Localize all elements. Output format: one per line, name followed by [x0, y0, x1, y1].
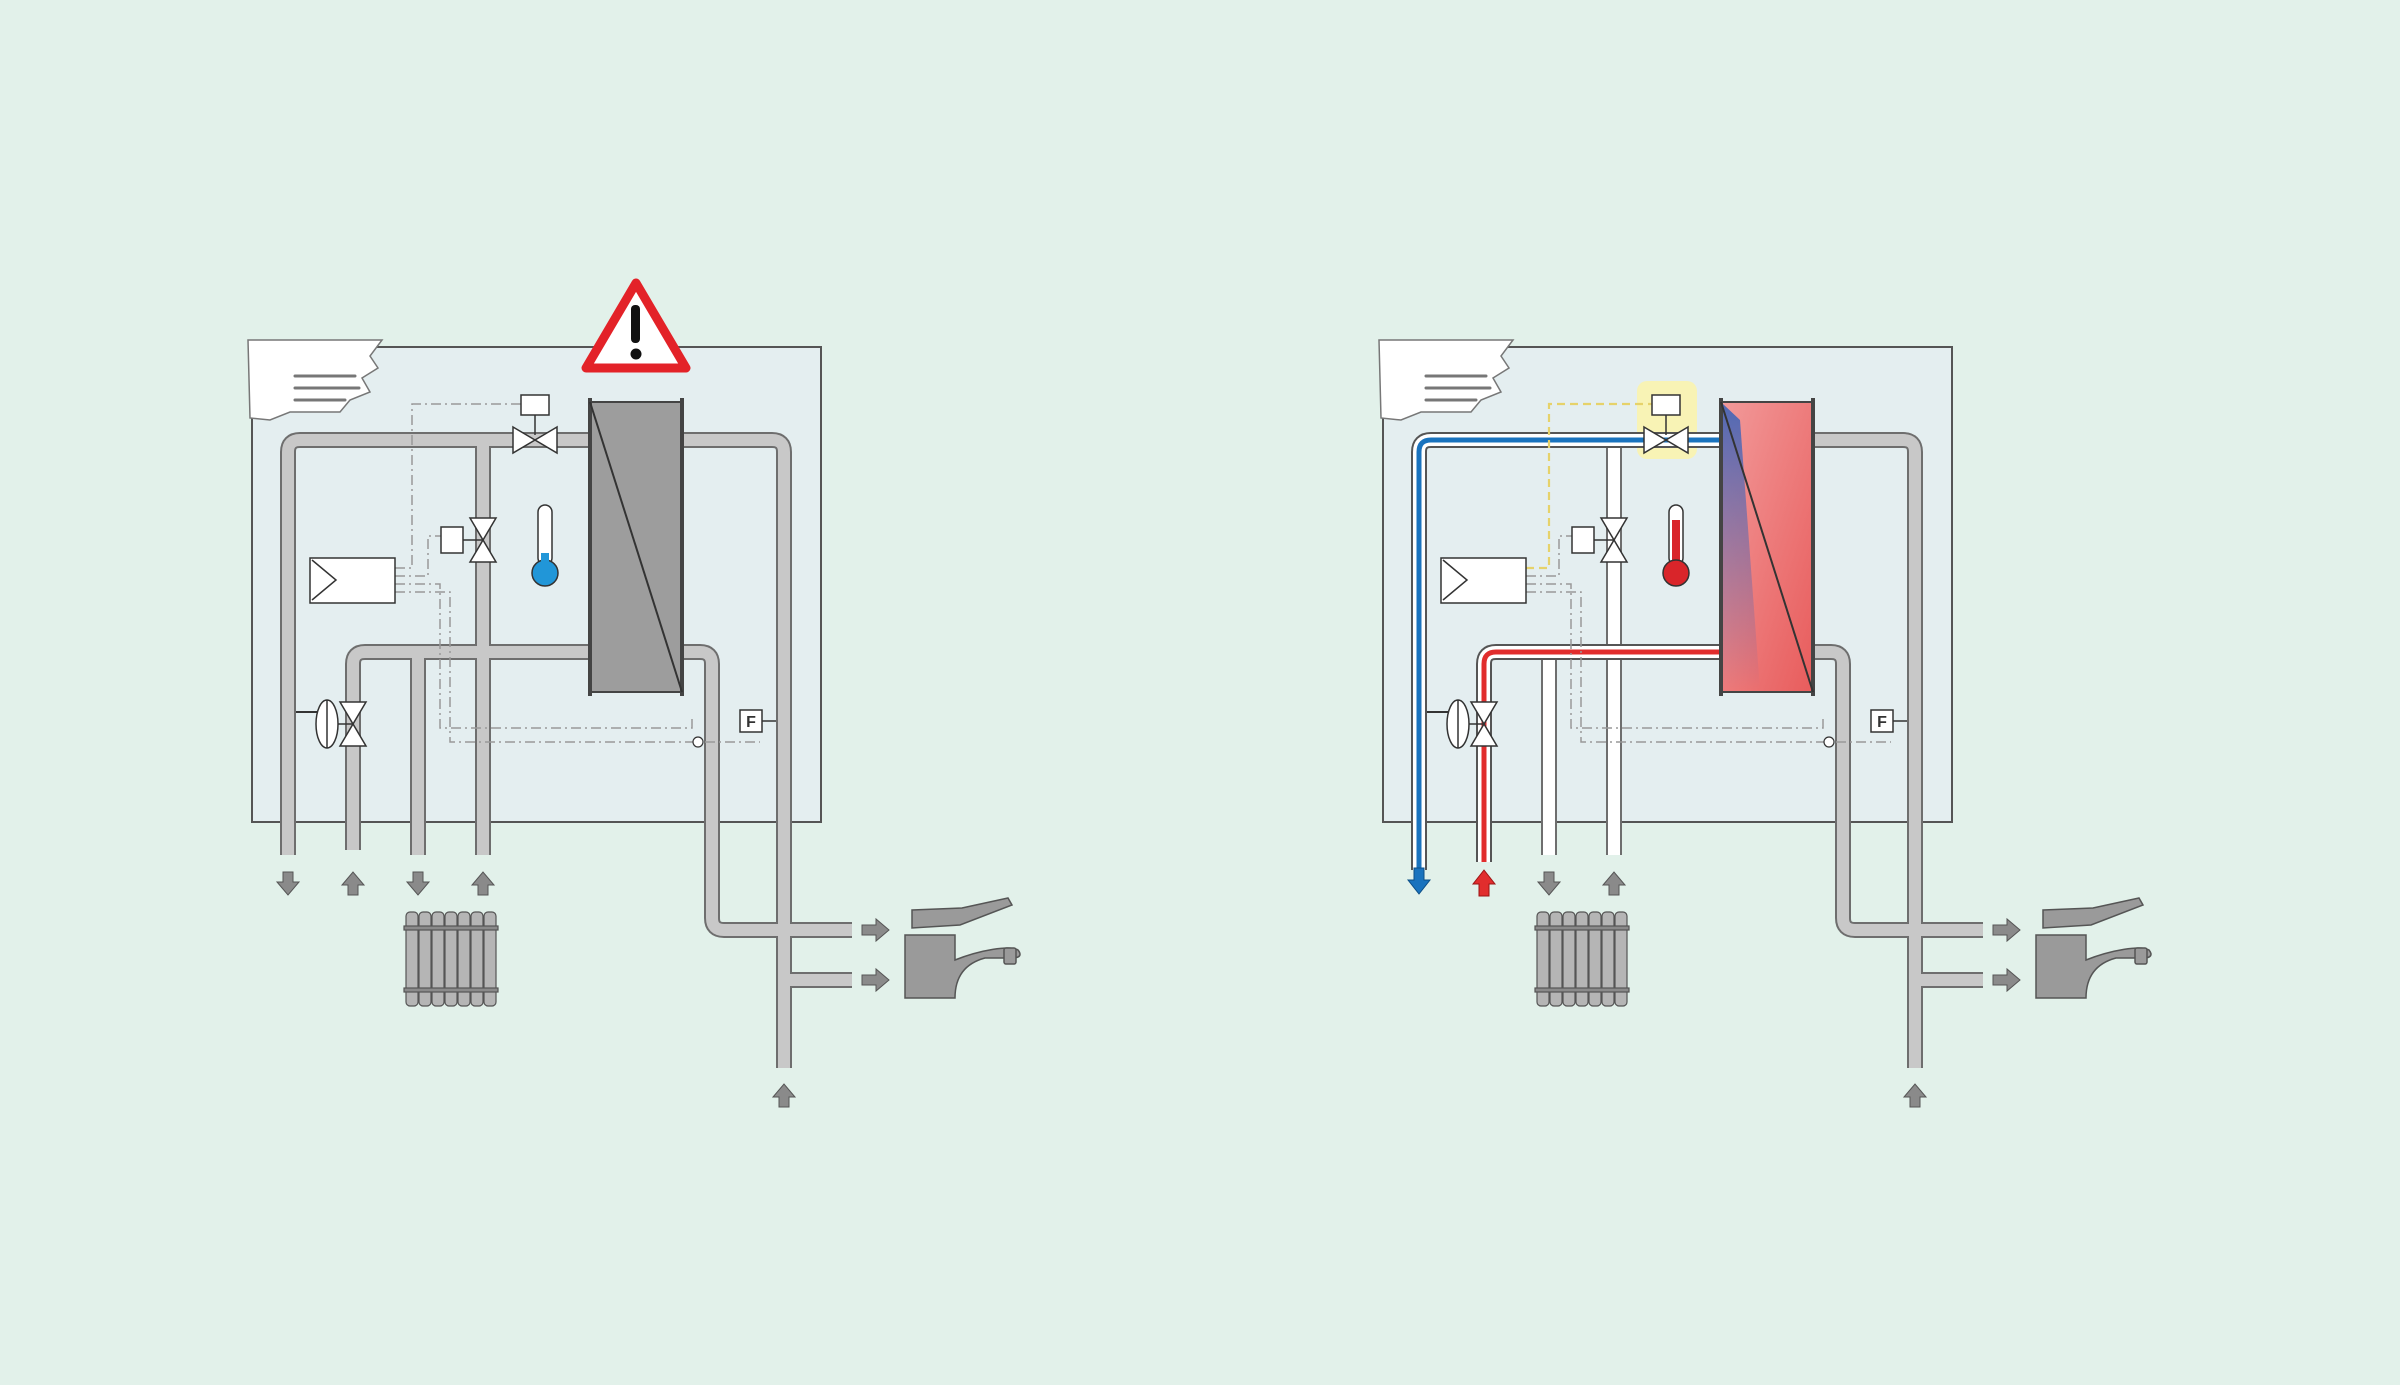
- bypass-valve-icon: [1571, 517, 1629, 563]
- warning-triangle-icon: [581, 278, 691, 373]
- boiler-diagram-fault: F: [247, 278, 1021, 1108]
- tap-faucet-icon: [904, 897, 1021, 999]
- pipework: [280, 432, 852, 1068]
- flow-sensor-label: F: [746, 714, 756, 731]
- control-unit-icon: [309, 557, 396, 604]
- vent-grille-icon: [247, 339, 384, 421]
- control-wiring: [395, 403, 760, 743]
- pump-valve-icon: [1427, 699, 1499, 749]
- heat-exchanger-icon: [588, 398, 684, 696]
- tap-faucet-icon: [2035, 897, 2152, 999]
- thermometer-icon: [531, 504, 559, 587]
- flow-arrows: [275, 871, 890, 1108]
- radiator-icon: [403, 911, 499, 1007]
- boiler-diagram-working: F: [1378, 339, 2152, 1108]
- control-unit-icon: [1440, 557, 1527, 604]
- pipework: [1411, 432, 1983, 1068]
- flow-sensor-icon: F: [692, 709, 776, 748]
- vent-grille-icon: [1378, 339, 1515, 421]
- diverter-valve-top-icon: [512, 394, 558, 455]
- diverter-valve-top-icon: [1643, 394, 1689, 455]
- pump-valve-icon: [296, 699, 368, 749]
- flow-arrows: [1406, 867, 2021, 1108]
- control-wiring: [1526, 402, 1891, 743]
- bypass-valve-icon: [440, 517, 498, 563]
- flow-sensor-label: F: [1877, 714, 1887, 731]
- radiator-icon: [1534, 911, 1630, 1007]
- heat-exchanger-icon: [1719, 398, 1815, 696]
- thermometer-icon: [1662, 504, 1690, 587]
- flow-sensor-icon: F: [1823, 709, 1907, 748]
